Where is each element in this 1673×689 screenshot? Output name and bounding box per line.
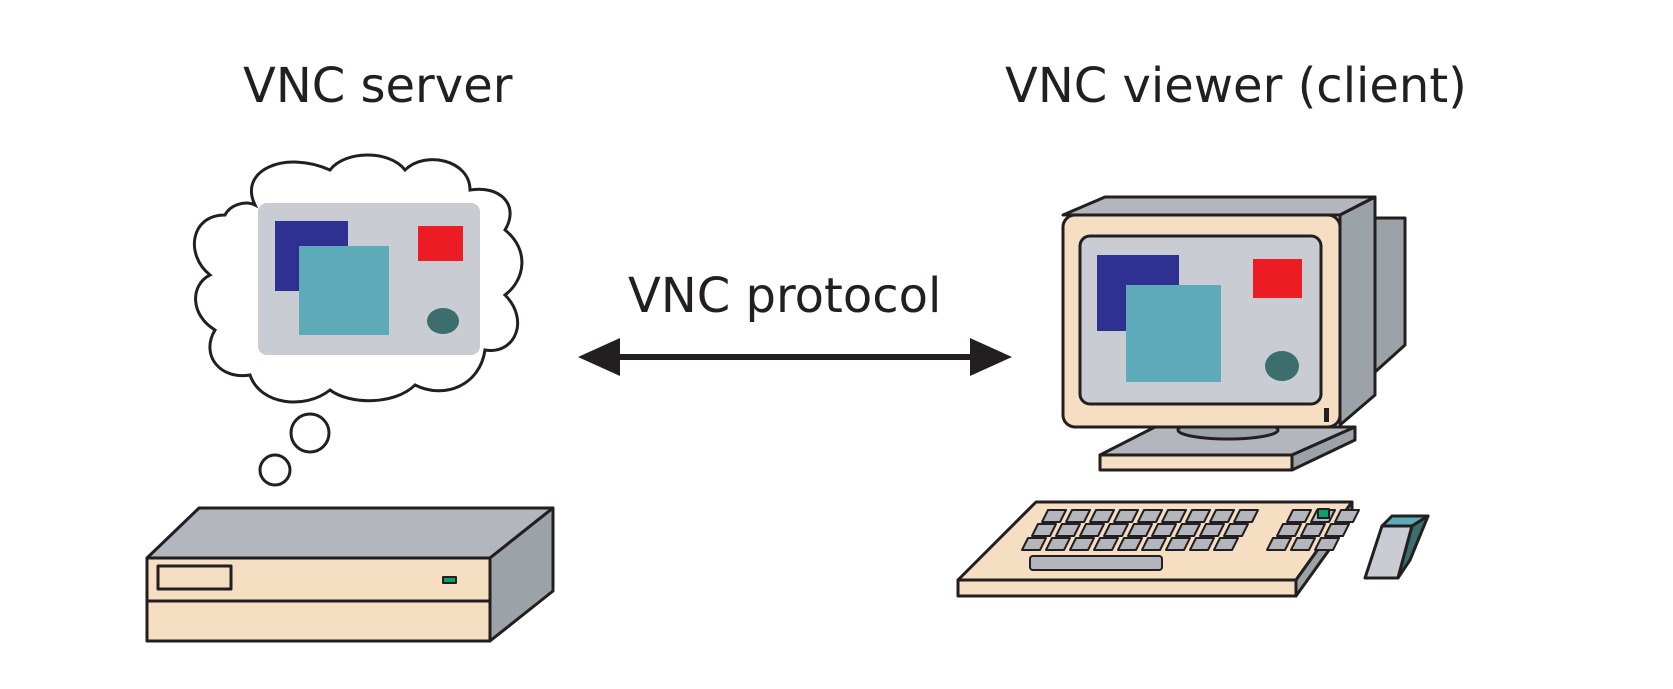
server-label: VNC server [243,58,513,114]
keyboard-key [1233,509,1259,523]
keyboard-key [1141,537,1167,551]
keyboard-key [1209,509,1235,523]
keyboard-key [1334,509,1360,523]
keyboard-key [1300,523,1326,537]
keyboard-key [1113,509,1139,523]
keyboard-key [1069,537,1095,551]
server-box-icon [145,506,555,643]
keyboard-key [1117,537,1143,551]
keyboard-key [1055,523,1081,537]
keyboard-key [1290,537,1316,551]
server-desktop-preview [258,203,480,355]
keyboard-key [1213,537,1239,551]
double-arrow-icon [578,338,1012,376]
keyboard-key [1065,509,1091,523]
protocol-label: VNC protocol [628,268,942,324]
keyboard-key [1079,523,1105,537]
keyboard-key [1103,523,1129,537]
keyboard-key [1314,537,1340,551]
keyboard-key [1189,537,1215,551]
keyboard-key [1276,523,1302,537]
keyboard-key [1286,509,1312,523]
keyboard-key [1041,509,1067,523]
keyboard-key [1093,537,1119,551]
keyboard-icon [956,500,1360,598]
keyboard-key [1089,509,1115,523]
keyboard-key [1161,509,1187,523]
keyboard-key [1137,509,1163,523]
keyboard-key [1223,523,1249,537]
keyboard-key [1031,523,1057,537]
keyboard-key [1266,537,1292,551]
keyboard-key [1151,523,1177,537]
keyboard-key [1127,523,1153,537]
keyboard-key [1021,537,1047,551]
mouse-icon [1363,514,1430,580]
keyboard-key [1199,523,1225,537]
monitor-icon [1061,195,1407,472]
viewer-desktop-preview [1097,255,1302,382]
keyboard-key [1324,523,1350,537]
keyboard-key [1165,537,1191,551]
keyboard-key [1175,523,1201,537]
viewer-label: VNC viewer (client) [1005,58,1467,114]
keyboard-key [1045,537,1071,551]
keyboard-key [1185,509,1211,523]
